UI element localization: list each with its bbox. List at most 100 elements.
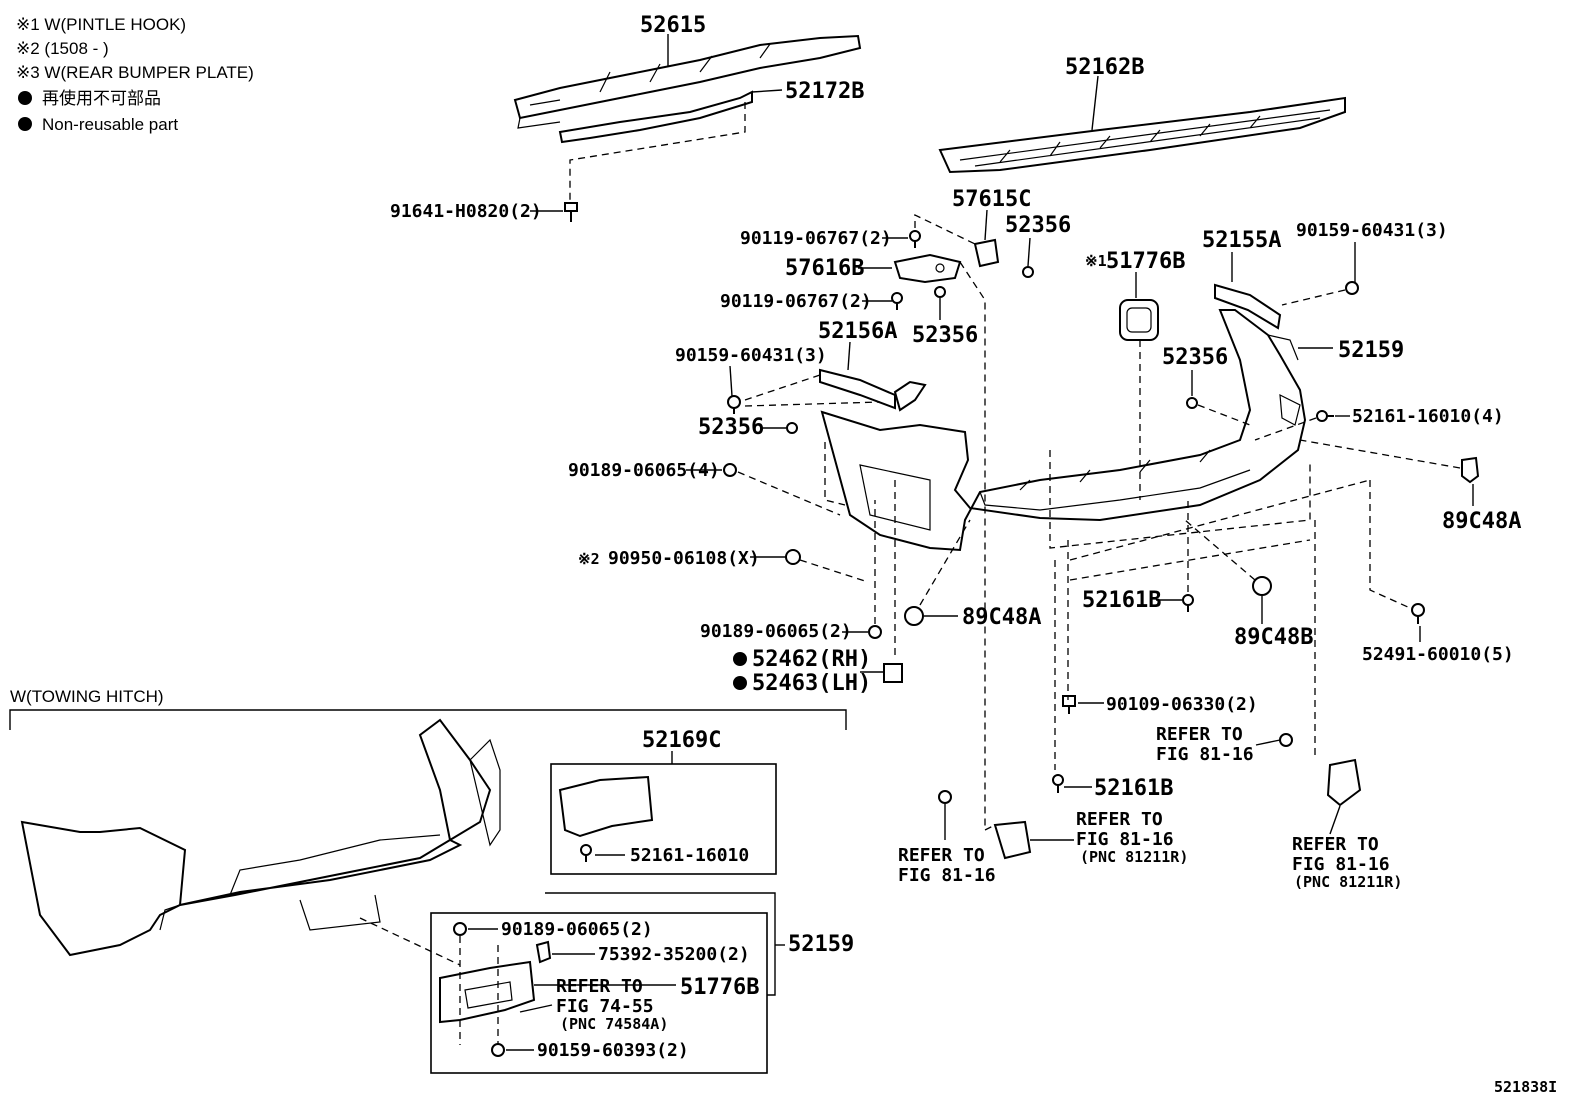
dashed-guide: [919, 519, 971, 606]
dashed-guide: [984, 824, 996, 831]
part-52462-cushion[interactable]: [883, 663, 903, 683]
reflector-icon[interactable]: [1326, 758, 1362, 807]
part-52155A-retainer[interactable]: [1214, 283, 1282, 330]
part-label-89C48A-center[interactable]: 89C48A: [962, 605, 1041, 630]
screw-icon: [1052, 774, 1064, 793]
section-bracket: [9, 709, 847, 730]
part-label-52159-bumper[interactable]: 52159: [1338, 338, 1404, 363]
part-label-52615[interactable]: 52615: [640, 13, 706, 38]
part-label-52356-top[interactable]: 52356: [1005, 213, 1071, 238]
part-51776B-plate[interactable]: [1119, 299, 1159, 341]
part-75392-clip[interactable]: [535, 940, 552, 964]
reflector-icon[interactable]: [993, 820, 1032, 860]
part-label-52162B[interactable]: 52162B: [1065, 55, 1144, 80]
refer-text: REFER TO: [1076, 809, 1163, 830]
part-label-52356-mid[interactable]: 52356: [912, 323, 978, 348]
part-89C48A-sensor-retainer[interactable]: [1461, 456, 1480, 484]
part-label-52161-16010-4[interactable]: 52161-16010(4): [1352, 406, 1504, 427]
part-label-57615C[interactable]: 57615C: [952, 187, 1031, 212]
non-reusable-bullet-icon: [733, 676, 747, 690]
part-52156A-retainer[interactable]: [819, 368, 927, 412]
part-label-90159-60393[interactable]: 90159-60393(2): [537, 1040, 689, 1061]
refer-text: FIG 74-55: [556, 996, 654, 1017]
leader-line: [729, 365, 733, 397]
part-52159-rear-bumper[interactable]: [820, 309, 1307, 552]
bolt-icon: [1062, 695, 1076, 714]
part-label-90119-06767-top[interactable]: 90119-06767(2): [740, 228, 892, 249]
part-label-90189-06065-2[interactable]: 90189-06065(2): [700, 621, 852, 642]
part-label-90109-06330[interactable]: 90109-06330(2): [1106, 694, 1258, 715]
part-label-51776B-bottom[interactable]: 51776B: [680, 975, 759, 1000]
note-mark-date: ※2: [578, 550, 600, 568]
non-reusable-bullet-icon: [733, 652, 747, 666]
part-label-52463-lh[interactable]: 52463(LH): [752, 671, 871, 696]
part-label-90189-06065-4[interactable]: 90189-06065(4): [568, 460, 720, 481]
dashed-guide: [359, 917, 461, 966]
part-label-52161-16010-box[interactable]: 52161-16010: [630, 845, 749, 866]
dashed-guide: [1299, 439, 1461, 609]
legend: ※1 W(PINTLE HOOK) ※2 (1508 - ) ※3 W(REAR…: [16, 15, 254, 134]
part-52172B-spacer[interactable]: [558, 90, 753, 144]
refer-text: REFER TO: [1156, 724, 1243, 745]
part-label-52356-right[interactable]: 52356: [1162, 345, 1228, 370]
screw-icon: [1182, 594, 1194, 612]
leader-line: [984, 209, 988, 241]
dashed-guide: [1254, 417, 1317, 441]
dashed-guide: [1281, 289, 1346, 306]
pnc-note: (PNC 81211R): [1294, 873, 1402, 891]
part-label-90119-06767-bottom[interactable]: 90119-06767(2): [720, 291, 872, 312]
part-label-57616B[interactable]: 57616B: [785, 256, 864, 281]
part-label-90950-06108[interactable]: 90950-06108(X): [608, 548, 760, 569]
sensor-retainer-icon[interactable]: [904, 606, 924, 626]
part-52169C-pad[interactable]: [558, 775, 654, 838]
screw-icon: [891, 292, 903, 310]
dashed-guide: [799, 559, 869, 583]
part-label-90189-06065-box[interactable]: 90189-06065(2): [501, 919, 653, 940]
refer-text: REFER TO: [1292, 834, 1379, 855]
part-towing-bumper[interactable]: [20, 718, 501, 957]
dashed-guide: [1054, 540, 1069, 770]
part-52162B-step-pad[interactable]: [938, 96, 1346, 174]
part-label-52172B[interactable]: 52172B: [785, 79, 864, 104]
figure-id: 521838I: [1494, 1078, 1557, 1096]
dashed-guide: [914, 213, 976, 245]
part-label-51776B-top[interactable]: 51776B: [1106, 249, 1185, 274]
refer-text: FIG 81-16: [898, 865, 996, 886]
part-label-52156A[interactable]: 52156A: [818, 319, 897, 344]
screw-icon: [580, 844, 592, 862]
part-52615-reinforcement[interactable]: [513, 34, 862, 129]
note-non-reusable-en: Non-reusable part: [42, 115, 178, 134]
part-label-52161B-top[interactable]: 52161B: [1082, 588, 1161, 613]
screw-icon: [909, 230, 921, 248]
part-57615C-bracket[interactable]: [973, 238, 1000, 268]
part-label-75392-35200[interactable]: 75392-35200(2): [598, 944, 750, 965]
note-rear-bumper-plate: ※3 W(REAR BUMPER PLATE): [16, 63, 254, 82]
part-label-52462-rh[interactable]: 52462(RH): [752, 647, 871, 672]
non-reusable-bullet-icon: [18, 117, 32, 131]
sensor-ring-icon[interactable]: [1252, 576, 1272, 596]
part-label-52169C[interactable]: 52169C: [642, 728, 721, 753]
part-label-52491-60010[interactable]: 52491-60010(5): [1362, 644, 1514, 665]
note-pintle-hook: ※1 W(PINTLE HOOK): [16, 15, 186, 34]
nut-icon: [868, 625, 882, 639]
part-label-89C48A-right[interactable]: 89C48A: [1442, 509, 1521, 534]
clip-icon: [1186, 397, 1198, 409]
part-label-52356-left[interactable]: 52356: [698, 415, 764, 440]
pnc-note: (PNC 81211R): [1080, 848, 1188, 866]
part-label-89C48B[interactable]: 89C48B: [1234, 625, 1313, 650]
part-57616B-bracket[interactable]: [893, 253, 962, 284]
part-51776B-hitch-plate[interactable]: [439, 960, 536, 1024]
part-label-52159-bottom[interactable]: 52159: [788, 932, 854, 957]
screw-icon: [1345, 281, 1359, 295]
grommet-icon: [938, 790, 952, 804]
part-label-52161B-bottom[interactable]: 52161B: [1094, 776, 1173, 801]
dashed-guide: [959, 261, 986, 830]
section-bracket: [767, 892, 776, 996]
note-mark-pintle: ※1: [1085, 252, 1107, 270]
part-label-52155A[interactable]: 52155A: [1202, 228, 1281, 253]
part-label-91641-H0820[interactable]: 91641-H0820(2): [390, 201, 542, 222]
non-reusable-bullet-icon: [18, 91, 32, 105]
part-label-90159-60431-right[interactable]: 90159-60431(3): [1296, 220, 1448, 241]
part-label-90159-60431-left[interactable]: 90159-60431(3): [675, 345, 827, 366]
